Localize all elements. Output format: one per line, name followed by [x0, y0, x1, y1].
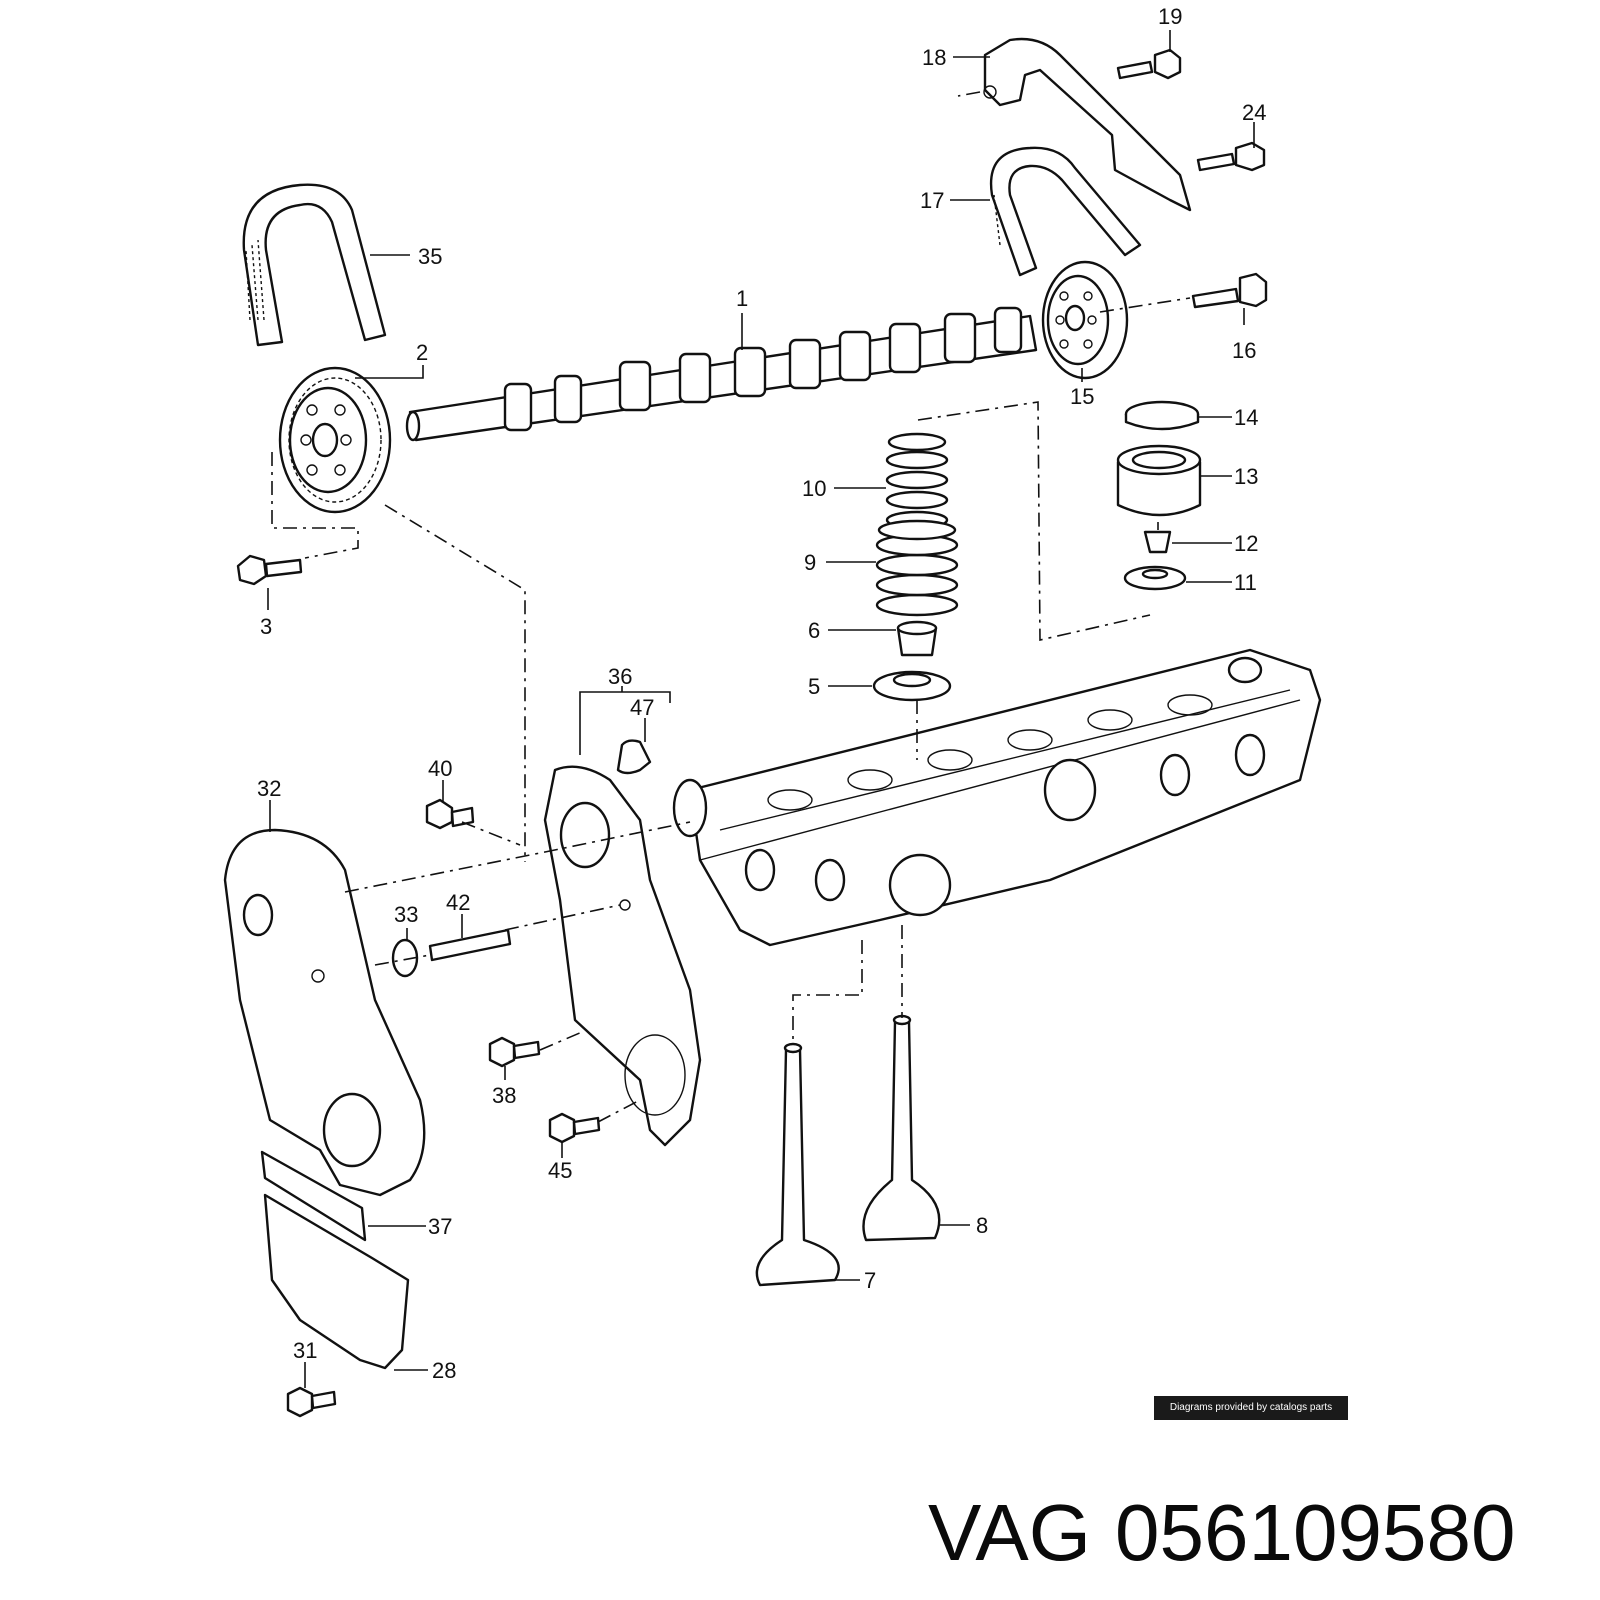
callout-36: 36: [608, 664, 632, 689]
callout-47: 47: [630, 695, 654, 720]
bolt-31: [286, 1386, 337, 1418]
callout-40: 40: [428, 756, 452, 781]
valve-exhaust: [755, 1042, 840, 1287]
callout-16: 16: [1232, 338, 1256, 363]
callout-42: 42: [446, 890, 470, 915]
camshaft-sprocket-left: [278, 366, 392, 514]
callout-8: 8: [976, 1213, 988, 1238]
valve-spring-inner: [875, 519, 959, 617]
valve-intake: [862, 1014, 941, 1242]
callout-7: 7: [864, 1268, 876, 1293]
spring-seat: [872, 670, 952, 702]
rear-timing-cover: [543, 765, 702, 1147]
stud-bolt-42: [428, 928, 512, 962]
bolt-45: [548, 1112, 601, 1144]
callout-1: 1: [736, 286, 748, 311]
bolt-19: [1116, 48, 1182, 80]
lower-cover: [263, 1193, 410, 1370]
nut-40: [425, 798, 475, 830]
camshaft: [405, 306, 1038, 442]
bolt-3: [236, 554, 303, 586]
callout-12: 12: [1234, 531, 1258, 556]
leader-lines: [267, 30, 1255, 1388]
bolt-24: [1196, 141, 1266, 172]
callout-45: 45: [548, 1158, 572, 1183]
callout-35: 35: [418, 244, 442, 269]
callout-15: 15: [1070, 384, 1094, 409]
callout-32: 32: [257, 776, 281, 801]
callout-37: 37: [428, 1214, 452, 1239]
hydraulic-tappet: [1116, 444, 1202, 517]
callout-9: 9: [804, 550, 816, 575]
callout-10: 10: [802, 476, 826, 501]
callout-13: 13: [1234, 464, 1258, 489]
callout-6: 6: [808, 618, 820, 643]
callout-5: 5: [808, 674, 820, 699]
callout-19: 19: [1158, 4, 1182, 29]
callout-labels: 1 2 3 5 6 7 8 9 10 11 12 13 14 15 16 17 …: [257, 4, 1266, 1383]
callout-3: 3: [260, 614, 272, 639]
front-timing-cover: [223, 828, 426, 1197]
camshaft-sprocket-right: [1041, 260, 1129, 380]
callout-14: 14: [1234, 405, 1258, 430]
callout-38: 38: [492, 1083, 516, 1108]
callout-31: 31: [293, 1338, 317, 1363]
callout-28: 28: [432, 1358, 456, 1383]
valve-stem-seal: [896, 620, 938, 657]
part-number: 056109580: [1115, 1488, 1516, 1577]
callout-18: 18: [922, 45, 946, 70]
callout-17: 17: [920, 188, 944, 213]
valve-keepers: [1143, 530, 1172, 554]
bolt-38: [488, 1036, 541, 1068]
cylinder-head: [672, 648, 1322, 947]
timing-belt-right: [989, 146, 1142, 277]
seal-strip: [260, 1150, 367, 1242]
part-title: VAG 056109580: [928, 1488, 1568, 1578]
attribution-badge: Diagrams provided by catalogs parts: [1154, 1396, 1348, 1420]
shim: [1124, 400, 1200, 431]
brand-name: VAG: [928, 1488, 1092, 1577]
callout-33: 33: [394, 902, 418, 927]
assembly-lines: [271, 91, 1191, 1123]
callout-11: 11: [1234, 570, 1257, 595]
bolt-16: [1191, 272, 1268, 309]
callout-24: 24: [1242, 100, 1266, 125]
callout-2: 2: [416, 340, 428, 365]
valve-spring-outer: [885, 432, 949, 530]
valve-spring-retainer: [1123, 565, 1187, 591]
retaining-clip-47: [616, 739, 652, 775]
upper-cover-right: [983, 37, 1192, 212]
timing-belt-left: [242, 183, 387, 347]
